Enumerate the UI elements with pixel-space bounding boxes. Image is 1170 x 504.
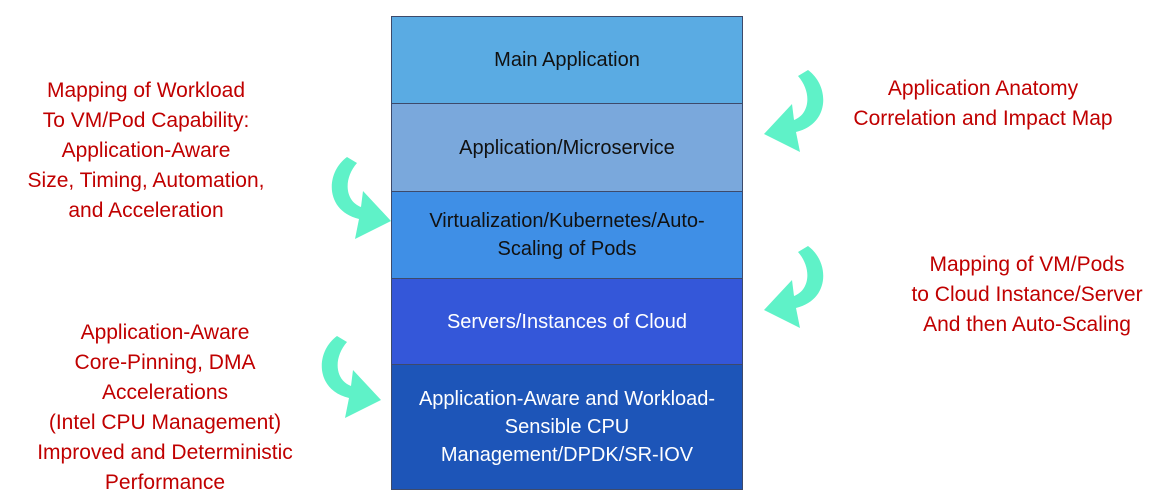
layer-main-application: Main Application (392, 17, 742, 104)
layer-label: Main Application (494, 49, 640, 71)
annotation-vm-pod-mapping: Mapping of VM/Pods to Cloud Instance/Ser… (911, 253, 1143, 336)
layer-label: Application-Aware and Workload- Sensible… (418, 388, 716, 466)
annotation-anatomy-map: Application Anatomy Correlation and Impa… (853, 77, 1113, 130)
curved-arrow-icon (764, 246, 824, 328)
curved-arrow-icon (331, 157, 391, 239)
layer-label: Virtualization/Kubernetes/Auto- Scaling … (429, 210, 705, 260)
curved-arrow-icon (321, 336, 381, 418)
layer-virtualization-kubernetes: Virtualization/Kubernetes/Auto- Scaling … (392, 192, 742, 279)
layer-stack: Main Application Application/Microservic… (391, 16, 743, 490)
annotation-core-pinning: Application-Aware Core-Pinning, DMA Acce… (37, 321, 293, 494)
curved-arrow-icon (764, 70, 824, 152)
layer-servers-instances: Servers/Instances of Cloud (392, 279, 742, 365)
layer-label: Application/Microservice (459, 136, 675, 159)
annotation-workload-mapping: Mapping of Workload To VM/Pod Capability… (27, 79, 265, 222)
layer-cpu-management: Application-Aware and Workload- Sensible… (392, 365, 742, 489)
layer-application-microservice: Application/Microservice (392, 104, 742, 192)
layer-label: Servers/Instances of Cloud (446, 310, 688, 333)
